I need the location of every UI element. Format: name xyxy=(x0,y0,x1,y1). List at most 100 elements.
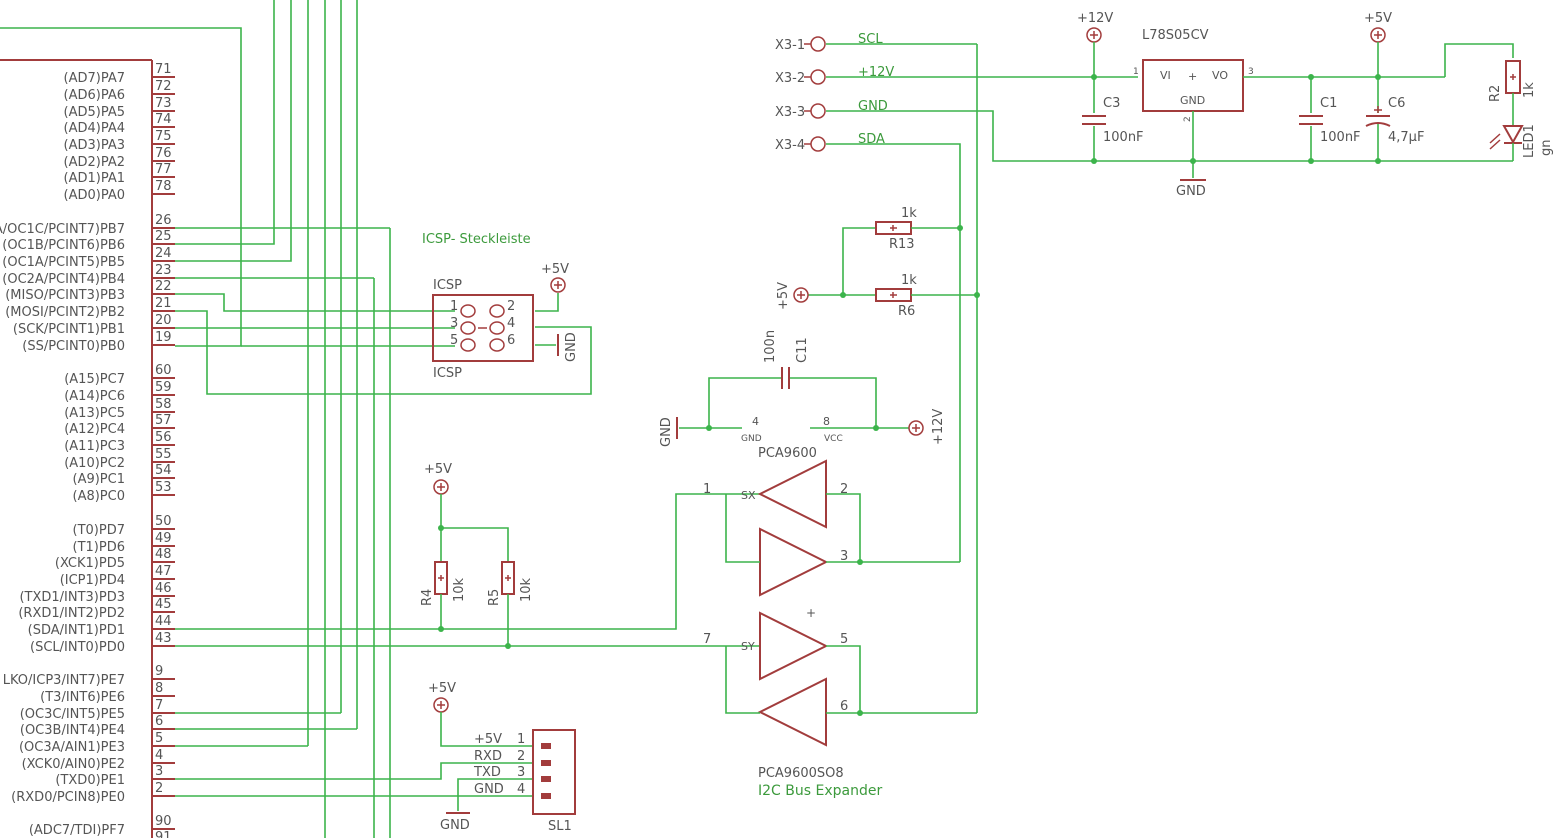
mcu-pin-label: (AD1)PA1 xyxy=(64,171,126,186)
mcu-pin-label: (AD4)PA4 xyxy=(64,121,126,136)
regulator-name: L78S05CV xyxy=(1142,28,1209,43)
pca-gnd-pin: GND xyxy=(741,434,762,444)
sl1-name: SL1 xyxy=(548,819,572,834)
pullup-supply: +5V xyxy=(776,282,791,310)
sl1-pin-number: 4 xyxy=(517,782,525,797)
mcu-pin-label: (A8)PC0 xyxy=(73,489,126,504)
mcu-pin-number: 78 xyxy=(155,179,172,194)
mcu-pin-label: (T0)PD7 xyxy=(73,523,125,538)
c3-name: C3 xyxy=(1103,96,1120,111)
mcu-pin-number: 72 xyxy=(155,79,172,94)
mcu-pin-number: 24 xyxy=(155,246,172,261)
icsp-name-bottom: ICSP xyxy=(433,366,462,381)
mcu-pin-number: 45 xyxy=(155,597,172,612)
mcu-pin-label: (ADC7/TDI)PF7 xyxy=(29,823,125,838)
c6-name: C6 xyxy=(1388,96,1405,111)
mcu-pin-label: (A14)PC6 xyxy=(64,389,125,404)
regulator-vi: VI xyxy=(1160,69,1171,82)
mcu-pin-number: 6 xyxy=(155,714,163,729)
mcu-pin-label: (RXD1/INT2)PD2 xyxy=(18,606,125,621)
x3-pin-id: X3-2 xyxy=(775,71,805,86)
mcu-bus-wires xyxy=(0,0,760,838)
mcu-pin-number: 76 xyxy=(155,146,172,161)
regulator-pin2: 2 xyxy=(1183,116,1193,122)
c1-name: C1 xyxy=(1320,96,1337,111)
mcu-pin-label: (MOSI/PCINT2)PB2 xyxy=(5,305,125,320)
r5-value: 10k xyxy=(519,577,534,602)
mcu-pin-label: (OC3B/INT4)PE4 xyxy=(20,723,125,738)
c1-value: 100nF xyxy=(1320,130,1361,145)
pca-vcc-pin: VCC xyxy=(824,434,843,444)
mcu-pin-number: 8 xyxy=(155,681,163,696)
mcu-pin-label: (XCK0/AIN0)PE2 xyxy=(22,757,125,772)
mcu-pin-label: (AD6)PA6 xyxy=(64,88,126,103)
mcu-pin-label: (SCL/INT0)PD0 xyxy=(30,640,125,655)
icsp-pin-3: 3 xyxy=(450,316,458,331)
r5-name: R5 xyxy=(487,589,502,606)
mcu-pin-number: 77 xyxy=(155,162,172,177)
sl1-pin-label: GND xyxy=(474,782,504,797)
mcu-pin-number: 53 xyxy=(155,480,172,495)
r2-name: R2 xyxy=(1488,85,1503,102)
pca-package: PCA9600SO8 xyxy=(758,766,844,781)
r4-value: 10k xyxy=(452,577,467,602)
r4r5-supply: +5V xyxy=(424,462,452,477)
x3-pin-id: X3-3 xyxy=(775,105,805,120)
mcu-pin-label: (T3/INT6)PE6 xyxy=(40,690,125,705)
mcu-pin-number: 46 xyxy=(155,581,172,596)
regulator-pin3: 3 xyxy=(1248,67,1254,77)
mcu-pin-label: (MISO/PCINT3)PB3 xyxy=(5,288,125,303)
mcu-pin-label: (A13)PC5 xyxy=(64,406,125,421)
mcu-pin-label: (A15)PC7 xyxy=(64,372,125,387)
r2-value: 1k xyxy=(1522,82,1537,98)
mcu-pin-number: 56 xyxy=(155,430,172,445)
mcu-pin-label: (SS/PCINT0)PB0 xyxy=(22,339,125,354)
sl1-supply: +5V xyxy=(428,681,456,696)
x3-pin-id: X3-1 xyxy=(775,38,805,53)
mcu-pin-number: 47 xyxy=(155,564,172,579)
mcu-pin-number: 50 xyxy=(155,514,172,529)
pca9600-buffers: 1 2 3 5 6 7 SX SY + PCA9600SO8 I2C Bus E… xyxy=(703,459,977,799)
mcu-pin-label: (OC3A/AIN1)PE3 xyxy=(19,740,125,755)
mcu-pin-number: 60 xyxy=(155,363,172,378)
mcu-pin-number: 57 xyxy=(155,413,172,428)
mcu-pin-number: 9 xyxy=(155,664,163,679)
mcu-pin-label: (RXD0/PCIN8)PE0 xyxy=(11,790,125,805)
regulator-in-supply: +12V xyxy=(1077,11,1113,26)
i2c-pullups: 1k R13 1k R6 +5V xyxy=(776,206,980,319)
sl1-pin-number: 3 xyxy=(517,765,525,780)
mcu-pin-number: 74 xyxy=(155,112,172,127)
mcu-pin-label: (A10)PC2 xyxy=(64,456,125,471)
icsp-name-top: ICSP xyxy=(433,278,462,293)
mcu-pin-label: (AD2)PA2 xyxy=(64,155,126,170)
mcu-pin-label: (ICP1)PD4 xyxy=(60,573,125,588)
led1-color: gn xyxy=(1539,140,1554,157)
icsp-pin-6: 6 xyxy=(507,333,515,348)
mcu-pin-number: 3 xyxy=(155,764,163,779)
pca-pin1: 1 xyxy=(703,482,711,497)
r13-value: 1k xyxy=(901,206,917,221)
mcu-pin-number: 4 xyxy=(155,748,163,763)
icsp-pin-5: 5 xyxy=(450,333,458,348)
icsp-note: ICSP- Steckleiste xyxy=(422,232,531,247)
mcu-pin-number: 73 xyxy=(155,96,172,111)
mcu-pin-number: 48 xyxy=(155,547,172,562)
mcu-pin-label: (XCK1)PD5 xyxy=(55,556,125,571)
mcu-pin-label: (TXD1/INT3)PD3 xyxy=(19,590,125,605)
mcu-pin-label: (AD3)PA3 xyxy=(64,138,126,153)
icsp-supply: +5V xyxy=(541,262,569,277)
status-led: R2 1k LED1 gn xyxy=(1488,60,1554,161)
mcu-pin-number: 43 xyxy=(155,631,172,646)
mcu-pin-label: (A11)PC3 xyxy=(64,439,125,454)
mcu-pin-number: 23 xyxy=(155,263,172,278)
mcu-pin-number: 44 xyxy=(155,614,172,629)
mcu-pin-label: (SCK/PCINT1)PB1 xyxy=(13,322,125,337)
r13-name: R13 xyxy=(889,237,915,252)
pca-note: I2C Bus Expander xyxy=(758,783,882,799)
regulator-gnd-symbol: GND xyxy=(1176,184,1206,199)
bus-pullups-r4-r5: +5V R4 10k R5 10k xyxy=(420,462,534,649)
mcu-pin-label: (SDA/INT1)PD1 xyxy=(28,623,125,638)
mcu-pin-number: 71 xyxy=(155,62,172,77)
icsp-gnd: GND xyxy=(564,332,579,362)
pca-sy: SY xyxy=(741,640,755,653)
